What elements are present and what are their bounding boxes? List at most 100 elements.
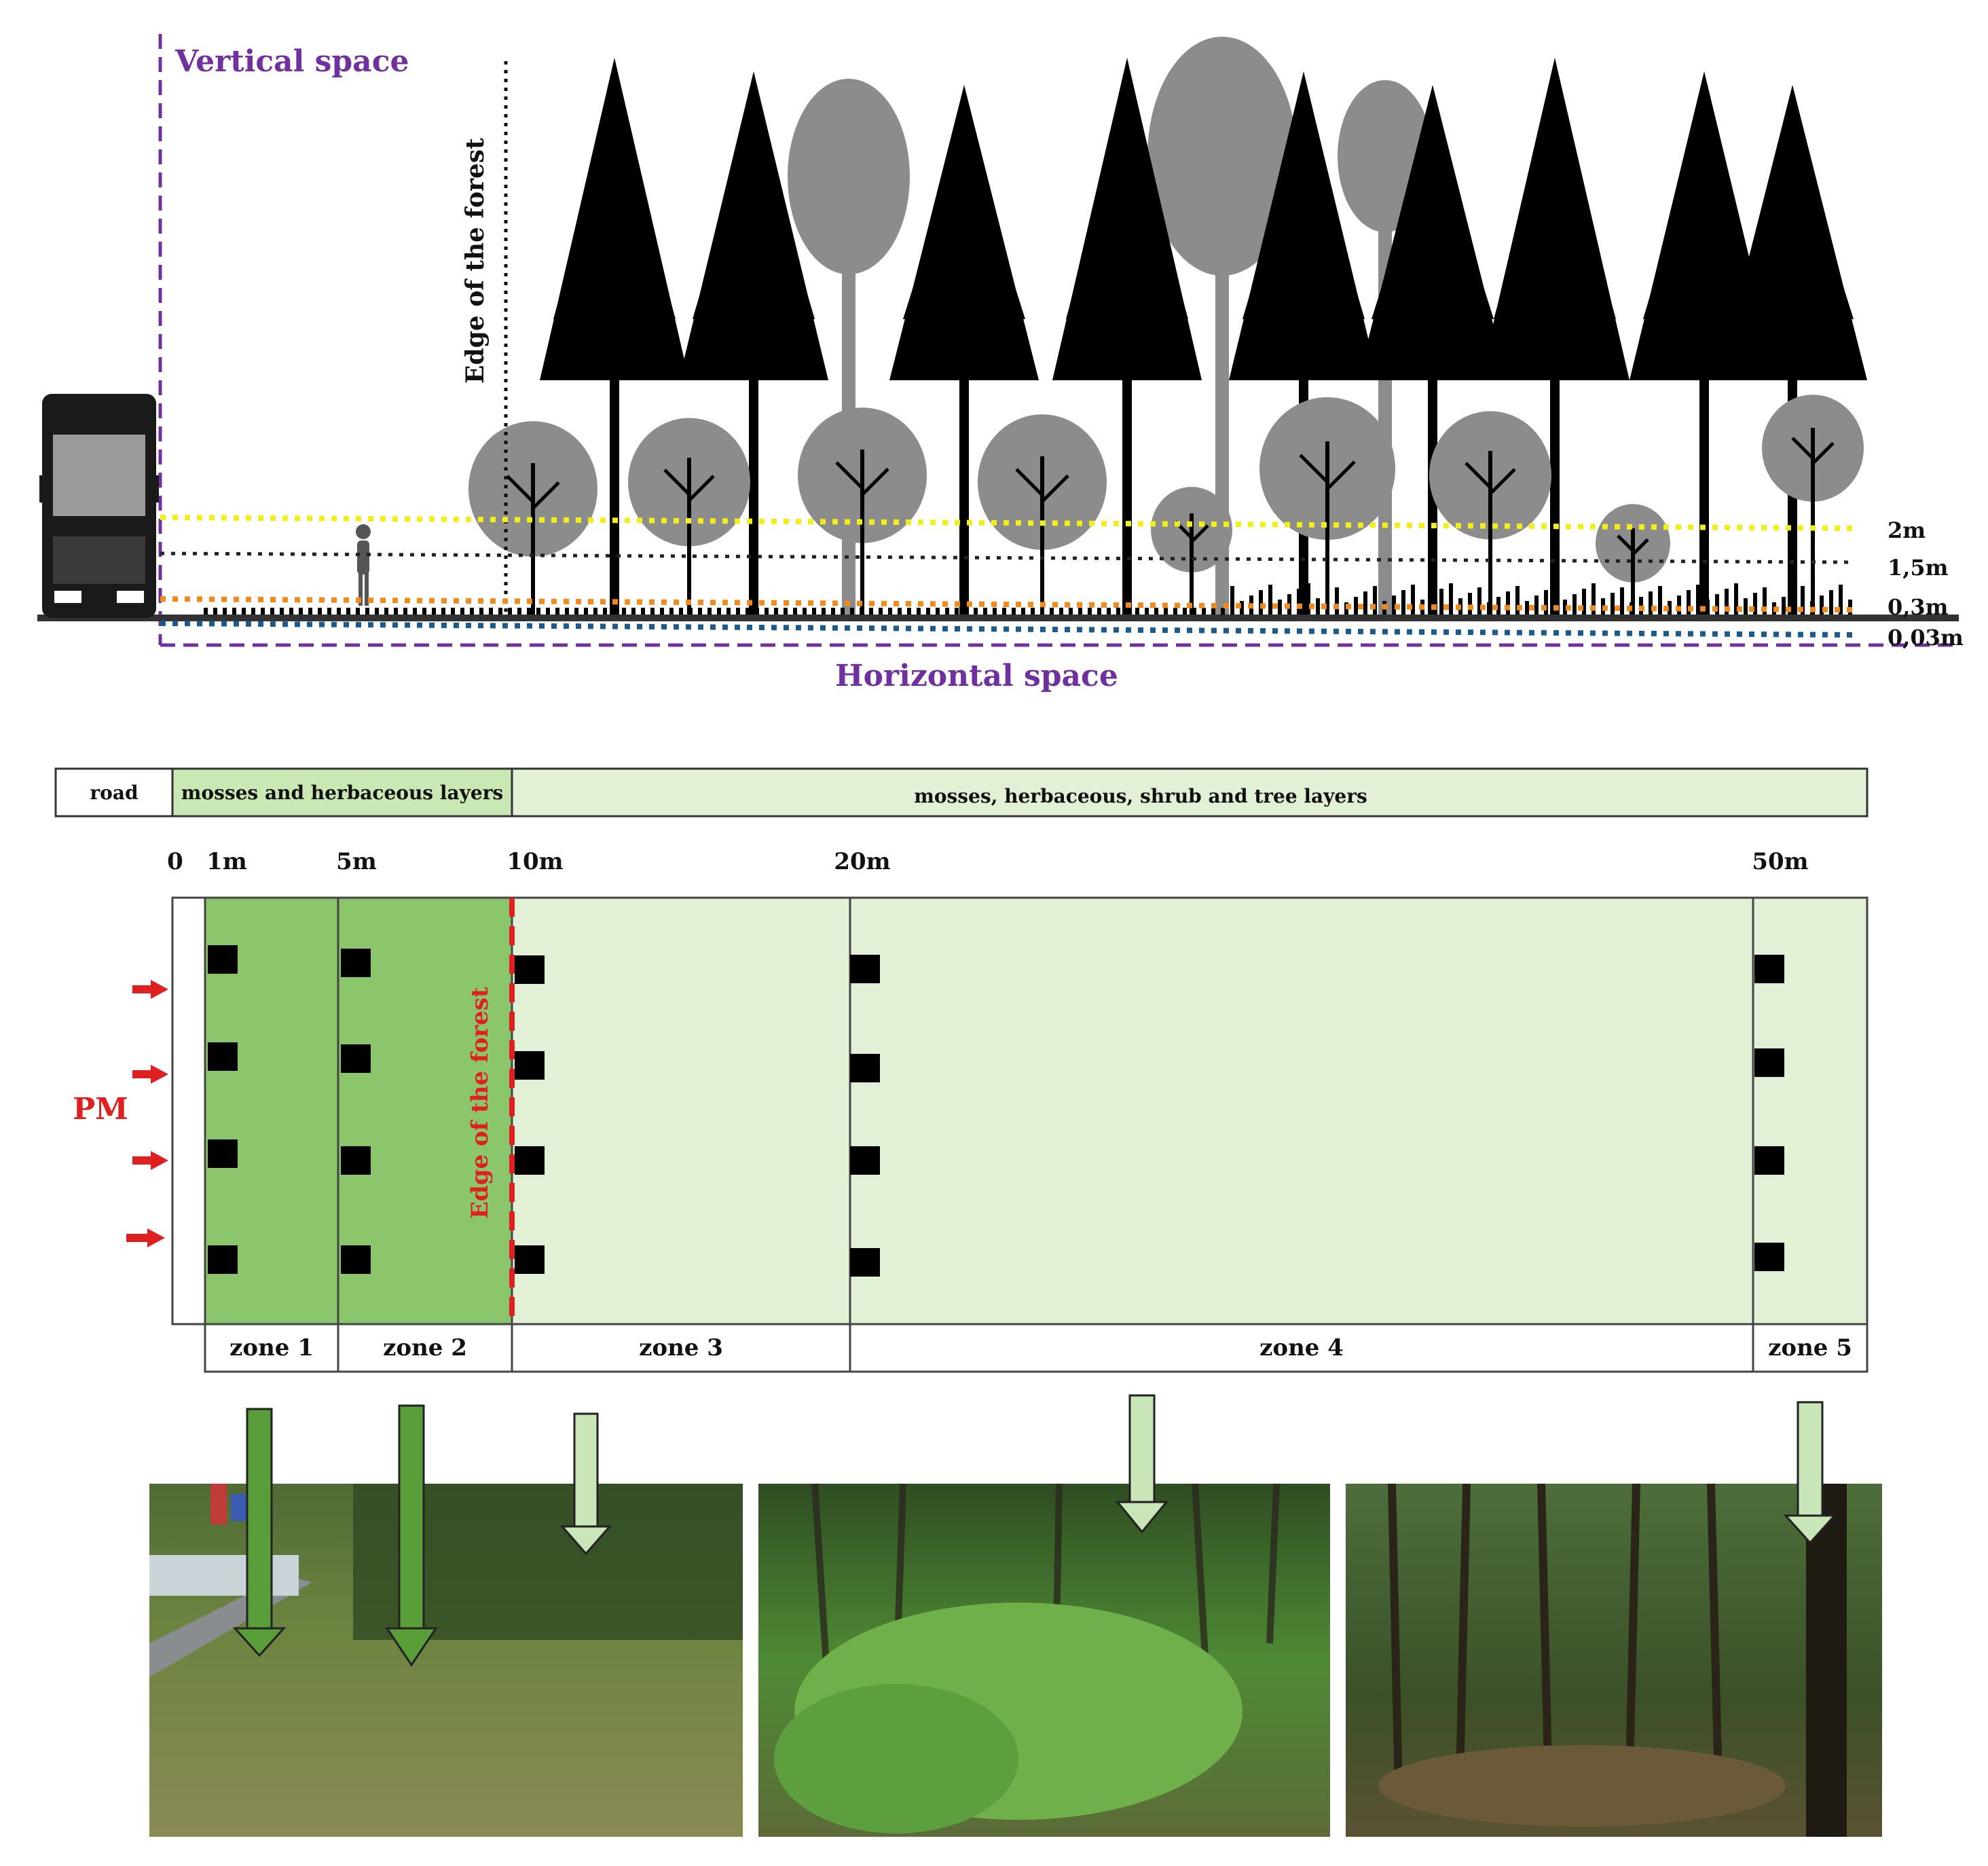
- herb-mark: [736, 608, 740, 615]
- shrub: [468, 421, 597, 615]
- conifer-tree: [1358, 85, 1507, 615]
- ground: [37, 615, 1959, 621]
- herb-mark: [1820, 596, 1824, 615]
- arrow-down-icon: [232, 1408, 287, 1658]
- shrub: [798, 407, 927, 615]
- herb-mark: [1468, 593, 1472, 615]
- herb-mark: [622, 608, 626, 615]
- herb-mark: [1706, 600, 1710, 615]
- herb-mark: [451, 608, 455, 615]
- arrow-down-icon: [1115, 1394, 1169, 1534]
- sampling-point: [208, 1139, 238, 1168]
- sampling-point: [515, 1245, 545, 1274]
- herb-mark: [403, 608, 407, 615]
- zone-label-2: zone 2: [383, 1334, 467, 1361]
- herb-mark: [1354, 597, 1358, 615]
- herb-mark: [1477, 587, 1481, 615]
- herb-mark: [898, 608, 902, 615]
- herb-mark: [1744, 598, 1748, 615]
- distance-10m: 10m: [507, 848, 563, 875]
- herb-mark: [1097, 608, 1101, 615]
- herb-mark: [993, 608, 997, 615]
- herb-mark: [1696, 585, 1700, 615]
- height-line-2m: [160, 515, 1854, 531]
- zone-label-4: zone 4: [1259, 1334, 1344, 1361]
- herb-mark: [631, 608, 636, 615]
- herb-mark: [936, 608, 940, 615]
- herb-mark: [1297, 589, 1301, 615]
- sampling-point: [1754, 1243, 1784, 1271]
- photo-roadside: [149, 1484, 743, 1837]
- conifer-tree: [1718, 85, 1867, 615]
- herb-mark: [318, 608, 322, 615]
- herb-mark: [1202, 608, 1206, 615]
- herb-mark: [1363, 591, 1367, 615]
- herb-mark: [1173, 608, 1177, 615]
- layer-all-box: [511, 767, 1869, 818]
- sampling-point: [208, 1245, 238, 1274]
- pm-arrows: [126, 980, 168, 1247]
- sampling-point: [1754, 955, 1784, 983]
- herb-mark: [384, 608, 388, 615]
- conifer-tree: [1480, 58, 1630, 615]
- herb-mark: [1021, 608, 1025, 615]
- herb-mark: [803, 608, 807, 615]
- herb-mark: [1658, 586, 1662, 615]
- herb-mark: [1306, 583, 1310, 615]
- herb-mark: [1487, 602, 1491, 615]
- vertical-space-label: Vertical space: [174, 44, 409, 79]
- herb-mark: [584, 608, 588, 615]
- herb-mark: [394, 608, 398, 615]
- herb-mark: [1534, 596, 1539, 615]
- herb-mark: [1240, 601, 1244, 615]
- herb-mark: [774, 608, 778, 615]
- herb-mark: [1449, 583, 1453, 615]
- herb-mark: [432, 608, 436, 615]
- herb-mark: [679, 608, 683, 615]
- herb-mark: [1668, 601, 1672, 615]
- herb-mark: [869, 608, 873, 615]
- herb-mark: [1544, 590, 1548, 615]
- herb-mark: [441, 608, 445, 615]
- herb-mark: [1649, 591, 1653, 615]
- herb-mark: [261, 608, 265, 615]
- zone-labels: zone 1 zone 2 zone 3 zone 4 zone 5: [204, 1323, 1869, 1373]
- shrub: [1762, 395, 1864, 615]
- herb-mark: [1782, 597, 1786, 615]
- herb-mark: [1335, 587, 1339, 615]
- herb-mark: [299, 608, 303, 615]
- herb-mark: [1059, 608, 1063, 615]
- herb-mark: [1154, 608, 1158, 615]
- herb-mark: [907, 608, 911, 615]
- height-label-2m: 2m: [1888, 517, 1926, 543]
- herb-mark: [1325, 593, 1329, 615]
- herb-mark: [327, 608, 331, 615]
- herb-mark: [1126, 608, 1130, 615]
- sampling-point: [208, 945, 238, 974]
- herb-mark: [1801, 586, 1805, 615]
- herb-mark: [831, 608, 835, 615]
- sampling-point: [850, 955, 880, 983]
- herb-mark: [242, 608, 246, 615]
- herb-mark: [413, 608, 417, 615]
- herb-mark: [1582, 589, 1586, 615]
- layer-herbaceous-label: mosses and herbaceous layers: [181, 782, 503, 804]
- herb-mark: [223, 608, 227, 615]
- sampling-point: [341, 1146, 371, 1175]
- herb-mark: [955, 608, 959, 615]
- herb-mark: [612, 608, 616, 615]
- sampling-point: [850, 1248, 880, 1277]
- herb-mark: [422, 608, 426, 615]
- truck-icon: [39, 394, 159, 618]
- herb-mark: [765, 608, 769, 615]
- herb-mark: [1050, 608, 1054, 615]
- conifer-tree: [1052, 58, 1202, 615]
- distance-0: 0: [167, 848, 183, 875]
- arrow-down-icon: [385, 1404, 438, 1667]
- herb-mark: [1401, 590, 1405, 615]
- layer-all-label: mosses, herbaceous, shrub and tree layer…: [914, 785, 1367, 807]
- pm-arrow-icon: [126, 1228, 165, 1247]
- herb-mark: [1496, 597, 1501, 615]
- herb-mark: [270, 608, 274, 615]
- herb-mark: [1506, 591, 1510, 615]
